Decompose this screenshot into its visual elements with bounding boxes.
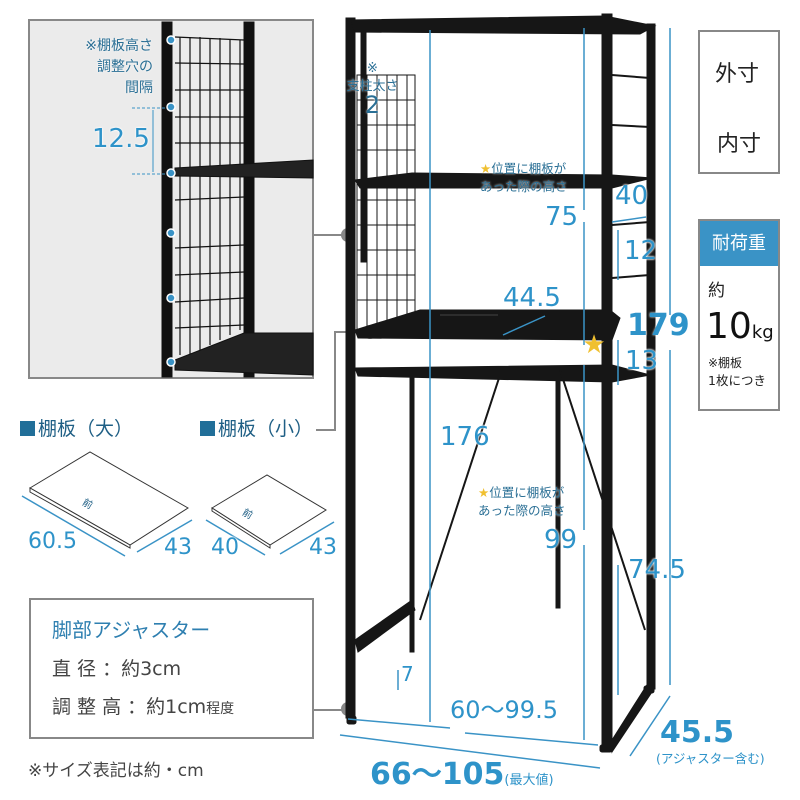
shelf-dim-lines	[21, 495, 335, 557]
shelf-small-title-text: 棚板（小）	[218, 418, 314, 440]
shelf-small-width: 40	[211, 535, 239, 560]
adjuster-box: 脚部アジャスター 直 径 ：約3cm 調 整 高 ：約1cm程度	[29, 598, 314, 739]
legend-inner: 内寸	[717, 132, 762, 157]
dim-side-lower: 74.5	[628, 555, 686, 585]
adjuster-height-value: 調 整 高 ：約1cm	[52, 696, 207, 718]
capacity-prefix: 約	[708, 281, 725, 301]
inset-pitch-arrow	[132, 107, 165, 175]
dim-upper-clearance: 75	[545, 202, 579, 232]
shelf-panels	[29, 451, 327, 549]
dim-total-height: 179	[627, 308, 690, 343]
dim-lower-gap: 13	[625, 346, 659, 376]
dim-side-bar-depth: 40	[615, 181, 649, 211]
star-icon: ★	[478, 485, 490, 500]
shelf-large-title-text: 棚板（大）	[38, 418, 134, 440]
inset-note: ※棚板高さ 調整穴の 間隔	[60, 36, 153, 99]
inset-note-line: ※棚板高さ	[85, 38, 153, 54]
dimension-lines	[339, 28, 671, 769]
capacity-box: 耐荷重 約 10kg ※棚板 1枚につき	[698, 219, 780, 411]
dim-depth: 45.5	[660, 715, 735, 750]
outer-width-value: 66〜105	[370, 757, 505, 792]
inset-note-line: 調整穴の	[97, 59, 153, 75]
inset-note-line: 間隔	[125, 80, 153, 96]
dim-inner-height: 176	[440, 422, 490, 452]
star-note-line: あった際の高さ	[478, 503, 566, 518]
shelf-large-width: 60.5	[28, 529, 77, 554]
dim-pitch: 12.5	[92, 124, 150, 154]
post-value: 2	[364, 91, 381, 119]
post-mark: ※	[367, 61, 378, 76]
capacity-value: 10kg	[706, 309, 774, 345]
star-note-line: あった際の高さ	[480, 179, 568, 194]
star-note-line: 位置に棚板が	[491, 161, 567, 176]
shelf-small-title: 棚板（小）	[200, 420, 313, 439]
footer-note: ※サイズ表記は約・cm	[28, 761, 204, 781]
star-icon: ★	[480, 161, 492, 176]
post-label: 支柱太さ	[346, 79, 399, 94]
inset-grid	[161, 21, 314, 378]
adjuster-height: 調 整 高 ：約1cm程度	[52, 698, 234, 717]
square-bullet-icon	[200, 421, 215, 436]
star-note-upper: ★位置に棚板が あった際の高さ	[480, 160, 568, 196]
capacity-note1: ※棚板	[708, 356, 743, 370]
star-note-line: 位置に棚板が	[489, 485, 565, 500]
capacity-title: 耐荷重	[700, 221, 778, 266]
adjust-hole-dots	[166, 35, 176, 367]
square-bullet-icon	[20, 421, 35, 436]
capacity-unit: kg	[751, 322, 774, 343]
dim-lower-clearance: 99	[544, 525, 578, 555]
dim-inner-width: 60〜99.5	[450, 696, 558, 724]
adjuster-height-suffix: 程度	[206, 701, 235, 717]
star-marker: ★	[582, 330, 605, 360]
dim-outer-width: 66〜105(最大値)	[370, 760, 554, 790]
dim-depth-note: (アジャスター含む)	[656, 751, 765, 766]
shelf-large-depth: 43	[164, 535, 192, 560]
shelf-small-depth: 43	[309, 535, 337, 560]
legend-box: 外寸 内寸	[698, 30, 780, 174]
dim-shelf-depth: 44.5	[503, 283, 561, 313]
capacity-number: 10	[706, 306, 752, 347]
capacity-note2: 1枚につき	[708, 373, 766, 388]
rack-frame	[345, 13, 657, 754]
shelf-large-title: 棚板（大）	[20, 420, 133, 439]
star-note-lower: ★位置に棚板が あった際の高さ	[478, 484, 566, 520]
adjuster-title: 脚部アジャスター	[52, 618, 211, 642]
outer-width-note: (最大値)	[504, 773, 554, 788]
post-thickness: ※ 支柱太さ 2	[345, 60, 400, 119]
adjuster-diameter: 直 径 ：約3cm	[52, 658, 182, 680]
legend-outer: 外寸	[715, 62, 760, 87]
dim-side-bar-pitch: 12	[624, 236, 658, 266]
dim-bottom-bar: 7	[401, 662, 414, 686]
